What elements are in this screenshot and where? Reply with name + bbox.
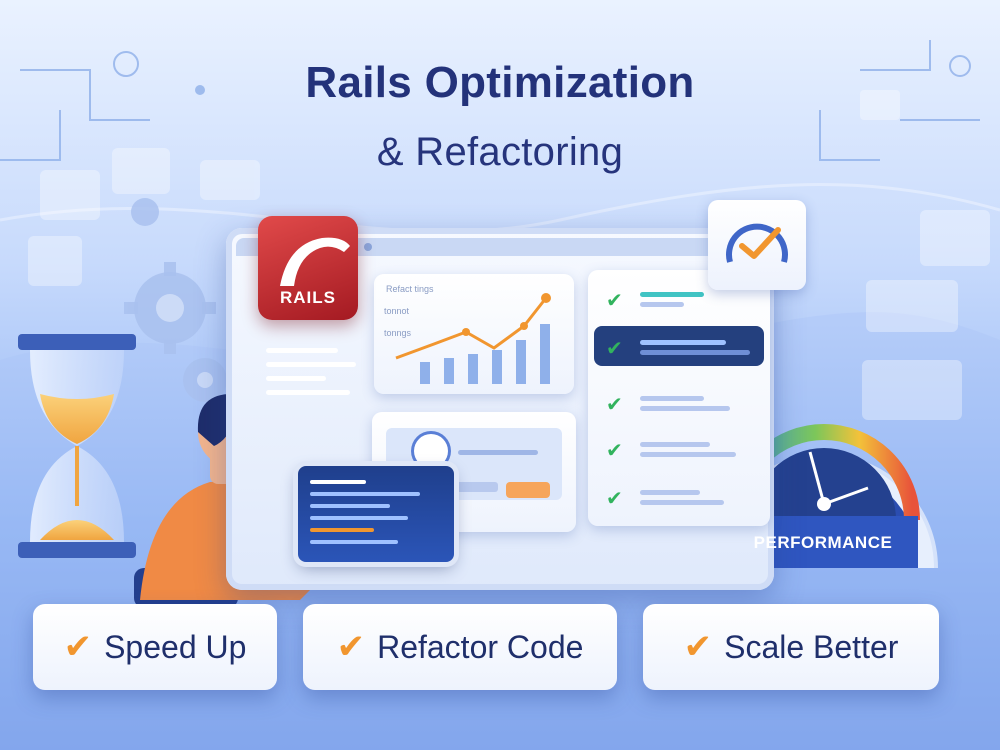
row-line	[640, 302, 684, 307]
sidebar-line	[266, 362, 356, 367]
window-dot	[364, 243, 372, 251]
row-line	[640, 292, 704, 297]
chart-card: Refact tings tonnot tonngs	[374, 274, 574, 394]
check-icon: ✔	[63, 628, 93, 666]
checklist-row: ✔	[594, 476, 764, 516]
sidebar-line	[266, 390, 350, 395]
code-line	[310, 516, 408, 520]
benefit-label: Scale Better	[724, 628, 899, 665]
checklist-row: ✔	[594, 278, 764, 318]
benefit-label: Refactor Code	[377, 628, 584, 665]
laptop-screen	[298, 466, 454, 562]
check-icon: ✔	[606, 338, 623, 360]
code-line	[310, 492, 420, 496]
sidebar-line	[266, 348, 338, 353]
page-subtitle: & Refactoring	[376, 130, 624, 174]
benefit-refactor-code: ✔ Refactor Code	[303, 604, 617, 690]
performance-gauge-icon	[710, 424, 938, 569]
code-line	[310, 540, 398, 544]
row-line	[640, 340, 726, 345]
benefit-speed-up: ✔ Speed Up	[33, 604, 277, 690]
chart-list-item: tonngs	[384, 328, 412, 338]
row-line	[640, 452, 736, 457]
rails-logo-mark	[280, 237, 350, 286]
rails-logo: RAILS	[258, 216, 358, 320]
speedometer-check-icon	[726, 223, 788, 263]
benefit-scale-better: ✔ Scale Better	[643, 604, 939, 690]
checklist-row-active: ✔	[594, 326, 764, 366]
checklist-row: ✔	[594, 382, 764, 422]
row-line	[640, 442, 710, 447]
profile-line	[458, 450, 538, 455]
checklist-row: ✔	[594, 428, 764, 468]
row-line	[640, 490, 700, 495]
code-line	[310, 480, 366, 484]
speed-check-card	[708, 200, 806, 290]
user-avatar-icon	[414, 434, 448, 468]
page-title: Rails Optimization	[305, 58, 695, 107]
monitor-titlebar	[236, 238, 764, 256]
profile-button[interactable]	[506, 482, 550, 498]
performance-label: PERFORMANCE	[753, 533, 893, 552]
check-icon: ✔	[606, 394, 623, 416]
code-line	[310, 504, 390, 508]
benefit-label: Speed Up	[104, 628, 247, 665]
check-icon: ✔	[683, 628, 713, 666]
row-line	[640, 350, 750, 355]
row-line	[640, 396, 704, 401]
check-icon: ✔	[606, 488, 623, 510]
chart-list-item: tonnot	[384, 306, 410, 316]
line-chart-icon	[395, 293, 551, 384]
check-icon: ✔	[606, 440, 623, 462]
row-line	[640, 500, 724, 505]
hourglass-icon	[18, 334, 136, 558]
rails-logo-text: RAILS	[280, 288, 336, 307]
sidebar-line	[266, 376, 326, 381]
check-icon: ✔	[336, 628, 366, 666]
check-icon: ✔	[606, 290, 623, 312]
code-line	[310, 528, 374, 532]
checklist-card: ✔ ✔ ✔ ✔ ✔	[588, 270, 770, 526]
row-line	[640, 406, 730, 411]
chart-caption: Refact tings	[386, 284, 434, 294]
